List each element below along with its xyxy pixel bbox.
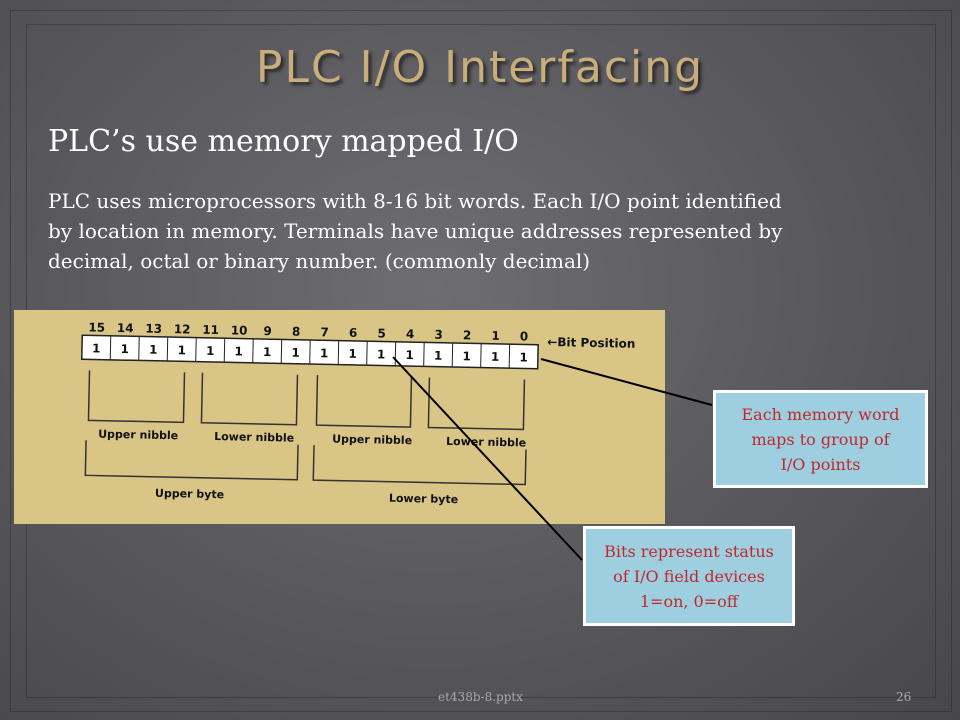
bit-position-number: 11 bbox=[202, 323, 219, 337]
bit-position-number: 3 bbox=[434, 328, 443, 342]
callout-line: of I/O field devices bbox=[613, 566, 765, 586]
bit-cell-divider bbox=[508, 344, 511, 369]
bit-position-number: 10 bbox=[231, 323, 248, 337]
body-paragraph: PLC uses microprocessors with 8-16 bit w… bbox=[48, 186, 928, 276]
body-line: by location in memory. Terminals have un… bbox=[48, 219, 783, 243]
bit-position-number: 2 bbox=[463, 328, 472, 342]
bit-value: 1 bbox=[320, 346, 329, 360]
bit-position-number: 15 bbox=[88, 320, 105, 334]
callout-memory-word: Each memory word maps to group of I/O po… bbox=[713, 390, 928, 488]
bit-value: 1 bbox=[291, 346, 300, 360]
bit-value: 1 bbox=[234, 344, 243, 358]
lower-nibble-label: Lower nibble bbox=[446, 435, 526, 450]
bit-cell-divider bbox=[252, 338, 254, 363]
bit-cell-row: 1 1 1 1 1 1 1 1 1 1 1 1 1 1 1 1 bbox=[92, 335, 528, 369]
lower-nibble-label: Lower nibble bbox=[214, 430, 294, 445]
bit-cell-divider bbox=[166, 337, 169, 362]
bit-cell-divider bbox=[337, 340, 340, 365]
bit-value: 1 bbox=[519, 350, 528, 364]
bit-position-number: 1 bbox=[491, 329, 500, 343]
callout-bits-status: Bits represent status of I/O field devic… bbox=[583, 526, 795, 626]
footer-filename: et438b-8.pptx bbox=[438, 690, 523, 704]
bit-value: 1 bbox=[405, 348, 414, 362]
nibble-brackets bbox=[84, 370, 527, 486]
callout-line: 1=on, 0=off bbox=[639, 591, 739, 611]
body-line: PLC uses microprocessors with 8-16 bit w… bbox=[48, 189, 782, 213]
bit-value: 1 bbox=[462, 349, 471, 363]
bit-position-number: 4 bbox=[406, 327, 415, 341]
slide-title: PLC I/O Interfacing bbox=[255, 42, 705, 93]
body-line: decimal, octal or binary number. (common… bbox=[48, 249, 591, 273]
callout-line: Bits represent status bbox=[604, 541, 774, 561]
bit-position-number: 7 bbox=[320, 325, 329, 339]
bit-value: 1 bbox=[377, 347, 386, 361]
callout-line: I/O points bbox=[780, 454, 861, 474]
bit-cell-divider bbox=[480, 343, 482, 368]
bit-position-number: 8 bbox=[292, 325, 301, 339]
bit-value: 1 bbox=[120, 342, 129, 356]
lower-byte-label: Lower byte bbox=[389, 492, 458, 506]
callout-connector-word bbox=[540, 358, 713, 406]
bit-position-number: 0 bbox=[520, 329, 529, 343]
bit-position-number: 6 bbox=[349, 326, 358, 340]
bit-position-number: 14 bbox=[117, 321, 134, 335]
callout-connector-bits bbox=[392, 356, 583, 561]
footer-page-number: 26 bbox=[896, 690, 912, 704]
upper-nibble-label: Upper nibble bbox=[98, 428, 178, 443]
bit-cell-divider bbox=[138, 336, 140, 361]
bit-cell-divider bbox=[109, 335, 112, 360]
bit-value: 1 bbox=[263, 345, 272, 359]
bit-cell-divider bbox=[366, 341, 368, 366]
bit-cell-divider bbox=[309, 339, 311, 365]
bit-cell-divider bbox=[394, 341, 397, 366]
bit-cell-divider bbox=[223, 338, 226, 363]
callout-line: Each memory word bbox=[741, 404, 900, 424]
bit-position-number: 9 bbox=[263, 324, 272, 338]
callout-line: maps to group of bbox=[751, 429, 890, 449]
bit-value: 1 bbox=[92, 341, 101, 355]
bit-position-number: 12 bbox=[174, 322, 191, 336]
bit-value: 1 bbox=[434, 349, 443, 363]
bit-value: 1 bbox=[348, 347, 357, 361]
bit-position-number: 13 bbox=[145, 322, 162, 336]
bit-value: 1 bbox=[491, 350, 500, 364]
upper-byte-label: Upper byte bbox=[155, 487, 224, 501]
upper-nibble-label: Upper nibble bbox=[332, 432, 412, 447]
bit-position-number: 5 bbox=[377, 326, 386, 340]
bit-value: 1 bbox=[177, 343, 186, 357]
bit-value: 1 bbox=[206, 344, 215, 358]
slide-subtitle: PLC’s use memory mapped I/O bbox=[48, 124, 519, 159]
bit-value: 1 bbox=[149, 343, 158, 357]
bit-cell-divider bbox=[451, 342, 454, 367]
decorative-frame-outer bbox=[10, 10, 952, 712]
bit-position-label: ←Bit Position bbox=[547, 335, 635, 351]
bit-cell-divider bbox=[423, 342, 425, 367]
bit-cell-divider bbox=[195, 337, 197, 362]
bit-cell-divider bbox=[280, 339, 283, 364]
